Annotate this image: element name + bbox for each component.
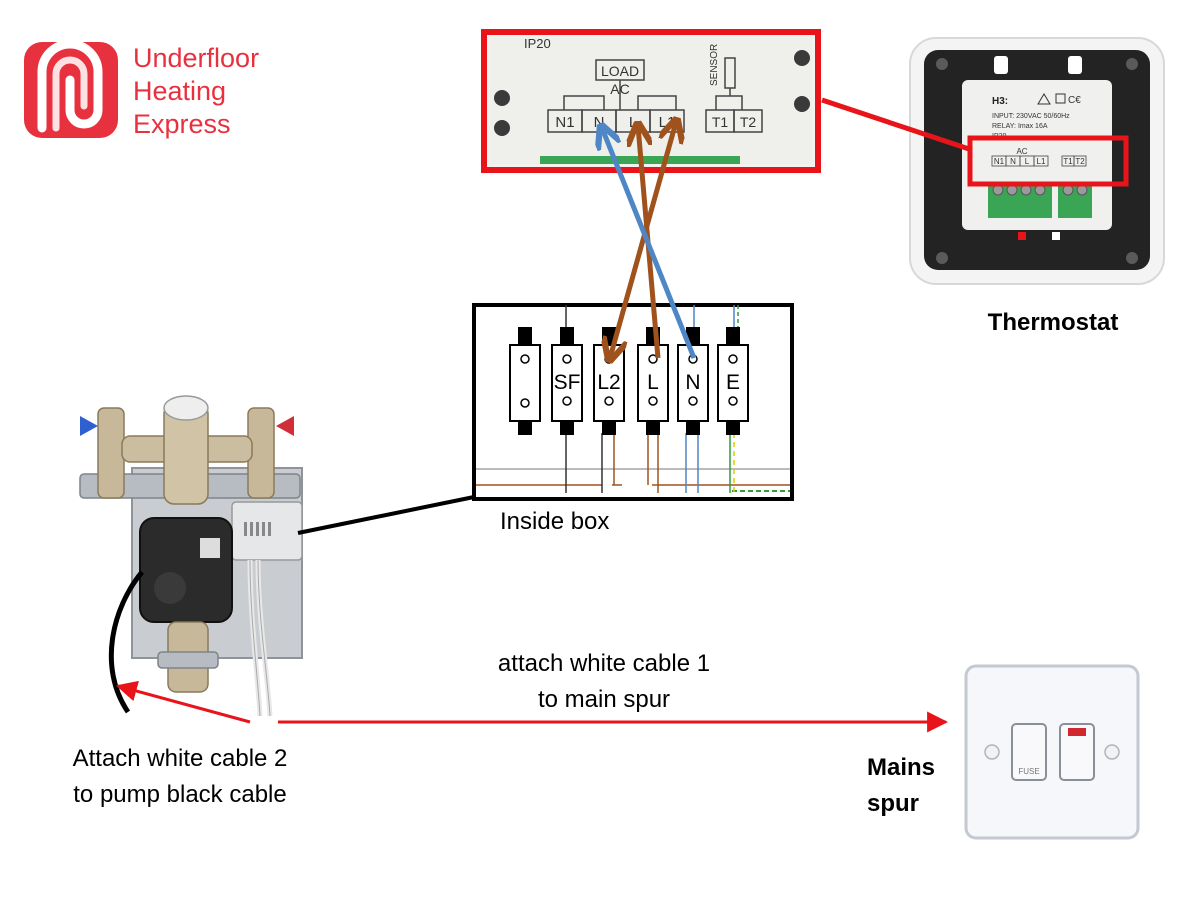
thermostat-ac-label: AC bbox=[1016, 147, 1027, 156]
thermostat-model: H3: bbox=[992, 96, 1008, 107]
logo-line-2: Heating bbox=[133, 76, 227, 106]
white-cable-2-line-2: to pump black cable bbox=[73, 781, 287, 808]
pump-to-box-cable bbox=[297, 495, 475, 535]
spur-fuse-label: FUSE bbox=[1018, 767, 1039, 776]
zoom-terminal-t2: T2 bbox=[740, 114, 757, 130]
zoom-ac-label: AC bbox=[610, 81, 629, 97]
thermostat-terminal-t2: T2 bbox=[1075, 157, 1085, 166]
svg-text:C€: C€ bbox=[1068, 95, 1081, 106]
thermostat-relay-spec: RELAY: Imax 16A bbox=[992, 123, 1048, 130]
white-cable-2-instruction: Attach white cable 2 to pump black cable bbox=[30, 741, 330, 813]
zoom-terminal-l1: L1 bbox=[659, 114, 676, 131]
mains-caption-line-2: spur bbox=[867, 790, 920, 817]
zoom-terminal-n1: N1 bbox=[555, 114, 574, 131]
zoom-terminal-t1: T1 bbox=[712, 114, 729, 130]
zoom-ip-rating: IP20 bbox=[524, 36, 551, 51]
box-terminal-sf: SF bbox=[554, 371, 581, 394]
box-terminal-e: E bbox=[726, 371, 740, 394]
zoom-terminal-n: N bbox=[594, 114, 605, 131]
white-cable-2-line-1: Attach white cable 2 bbox=[72, 745, 288, 772]
white-cable-1-line-2: to main spur bbox=[537, 686, 671, 713]
inside-box-caption: Inside box bbox=[500, 508, 610, 535]
thermostat-terminal-zoom: IP20 LOAD AC SENSOR N1 N L L1 T1 T2 bbox=[480, 28, 822, 174]
thermostat-terminal-l: L bbox=[1025, 157, 1030, 166]
box-terminal-n: N bbox=[685, 371, 700, 394]
white-cable-1-instruction: attach white cable 1 to main spur bbox=[454, 646, 754, 718]
logo-line-1: Underfloor bbox=[133, 43, 260, 73]
brand-logo bbox=[24, 40, 118, 138]
zoom-terminal-l: L bbox=[629, 114, 637, 131]
logo-line-3: Express bbox=[133, 109, 231, 139]
thermostat-terminal-n: N bbox=[1010, 157, 1016, 166]
mains-caption-line-1: Mains bbox=[867, 754, 936, 781]
thermostat-terminal-l1: L1 bbox=[1037, 157, 1046, 166]
thermostat-caption: Thermostat bbox=[987, 309, 1119, 336]
thermostat-terminal-n1: N1 bbox=[994, 157, 1005, 166]
box-terminal-l: L bbox=[647, 371, 659, 394]
mains-spur-caption: Mains spur bbox=[867, 750, 935, 822]
box-terminal-l2: L2 bbox=[597, 371, 620, 394]
logo-wordmark: Underfloor Heating Express bbox=[133, 42, 259, 141]
zoom-sensor-label: SENSOR bbox=[709, 44, 720, 86]
wiring-centre-inside-box: SF L2 L N E bbox=[472, 303, 794, 501]
white-cable-1-line-1: attach white cable 1 bbox=[497, 650, 711, 677]
thermostat-input-spec: INPUT: 230VAC 50/60Hz bbox=[992, 113, 1070, 120]
zoom-load-label: LOAD bbox=[601, 63, 639, 79]
thermostat-terminal-t1: T1 bbox=[1063, 157, 1073, 166]
pump-mixing-unit-image bbox=[72, 388, 312, 718]
thermostat-image: H3: INPUT: 230VAC 50/60Hz RELAY: Imax 16… bbox=[908, 36, 1166, 286]
mains-spur-image: FUSE bbox=[962, 662, 1142, 842]
